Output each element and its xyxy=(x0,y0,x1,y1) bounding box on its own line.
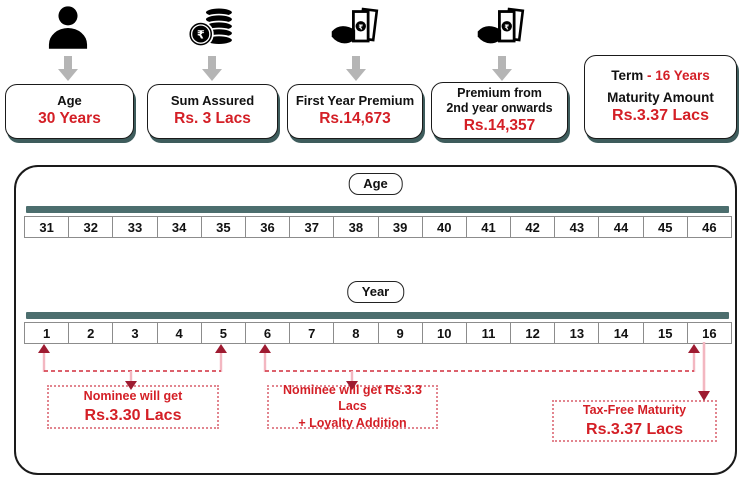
first-year-premium-card: First Year Premium Rs.14,673 xyxy=(287,84,423,139)
note-amount: Rs.3.30 Lacs xyxy=(84,406,182,424)
tax-free-maturity-note: Tax-Free Maturity Rs.3.37 Lacs xyxy=(552,400,717,442)
maturity-label: Maturity Amount xyxy=(607,89,714,105)
age-card-label: Age xyxy=(57,93,82,109)
maturity-value: Rs.3.37 Lacs xyxy=(612,107,709,125)
term-maturity-card: Term - 16 Years Maturity Amount Rs.3.37 … xyxy=(584,55,737,139)
premium-onwards-card: Premium from 2nd year onwards Rs.14,357 xyxy=(431,82,568,139)
year-cell: 8 xyxy=(333,322,379,344)
year-cell: 15 xyxy=(642,322,688,344)
hand-giving-money-icon: ₹ xyxy=(477,7,525,44)
person-icon xyxy=(48,6,88,49)
year-cell: 9 xyxy=(377,322,423,344)
age-cell: 35 xyxy=(200,216,246,238)
year-cell: 2 xyxy=(68,322,114,344)
term-label: Term xyxy=(611,68,644,84)
age-cell: 34 xyxy=(156,216,202,238)
first-year-premium-label: First Year Premium xyxy=(295,93,415,109)
note-line: Tax-Free Maturity xyxy=(582,403,687,418)
age-cell: 44 xyxy=(598,216,644,238)
age-card: Age 30 Years xyxy=(5,84,134,139)
year-cell: 11 xyxy=(465,322,512,344)
note-line: Nominee will get Rs.3.3 Lacs xyxy=(283,383,422,413)
down-arrow-icon xyxy=(202,56,222,81)
year-cell: 13 xyxy=(554,322,600,344)
down-arrow-icon xyxy=(58,56,78,81)
year-cell: 6 xyxy=(244,322,291,344)
year-cell: 3 xyxy=(112,322,158,344)
year-cell: 1 xyxy=(24,322,70,344)
first-year-premium-value: Rs.14,673 xyxy=(319,110,391,128)
nominee-benefit-note-years-6-16: Nominee will get Rs.3.3 Lacs + Loyalty A… xyxy=(267,383,438,430)
age-cell: 39 xyxy=(377,216,423,238)
svg-text:₹: ₹ xyxy=(197,28,205,41)
age-cell: 46 xyxy=(686,216,732,238)
down-arrow-icon xyxy=(346,56,366,81)
sum-assured-card: Sum Assured Rs. 3 Lacs xyxy=(147,84,278,139)
note-amount: Rs.3.37 Lacs xyxy=(586,420,683,438)
year-cell: 12 xyxy=(510,322,556,344)
age-row-bar xyxy=(26,206,729,213)
age-cell: 40 xyxy=(421,216,467,238)
year-cell: 14 xyxy=(598,322,644,344)
age-cell: 36 xyxy=(244,216,291,238)
nominee-benefit-note-years-1-5: Nominee will get Rs.3.30 Lacs xyxy=(47,385,219,429)
premium-onwards-label-line2: 2nd year onwards xyxy=(446,101,553,116)
note-line: + Loyalty Addition xyxy=(298,415,407,430)
down-arrow-icon xyxy=(492,56,512,81)
sum-assured-value: Rs. 3 Lacs xyxy=(174,110,251,128)
age-cell: 41 xyxy=(465,216,512,238)
age-cell: 45 xyxy=(642,216,688,238)
premium-onwards-value: Rs.14,357 xyxy=(463,116,536,134)
year-row-bar xyxy=(26,312,729,319)
age-cell: 43 xyxy=(554,216,600,238)
age-cell: 42 xyxy=(510,216,556,238)
year-row-title: Year xyxy=(346,281,405,304)
year-cell: 16 xyxy=(686,322,732,344)
year-cell: 5 xyxy=(200,322,246,344)
age-cell: 37 xyxy=(289,216,335,238)
term-line: Term - 16 Years xyxy=(611,68,710,84)
svg-text:₹: ₹ xyxy=(358,23,363,31)
year-cell: 4 xyxy=(156,322,202,344)
sum-assured-label: Sum Assured xyxy=(170,93,255,109)
age-row-title: Age xyxy=(348,173,403,196)
age-cell: 31 xyxy=(24,216,70,238)
svg-text:₹: ₹ xyxy=(504,23,509,31)
year-cell: 10 xyxy=(421,322,467,344)
year-cell: 7 xyxy=(289,322,335,344)
age-cell: 32 xyxy=(68,216,114,238)
hand-giving-money-icon: ₹ xyxy=(331,7,379,44)
age-cell: 38 xyxy=(333,216,379,238)
term-value: - 16 Years xyxy=(646,68,710,84)
premium-onwards-label-line1: Premium from xyxy=(457,85,542,100)
age-cell: 33 xyxy=(112,216,158,238)
rupee-coin-stack-icon: ₹ xyxy=(187,6,234,48)
age-card-value: 30 Years xyxy=(38,110,101,128)
note-line: Nominee will get xyxy=(83,389,183,404)
